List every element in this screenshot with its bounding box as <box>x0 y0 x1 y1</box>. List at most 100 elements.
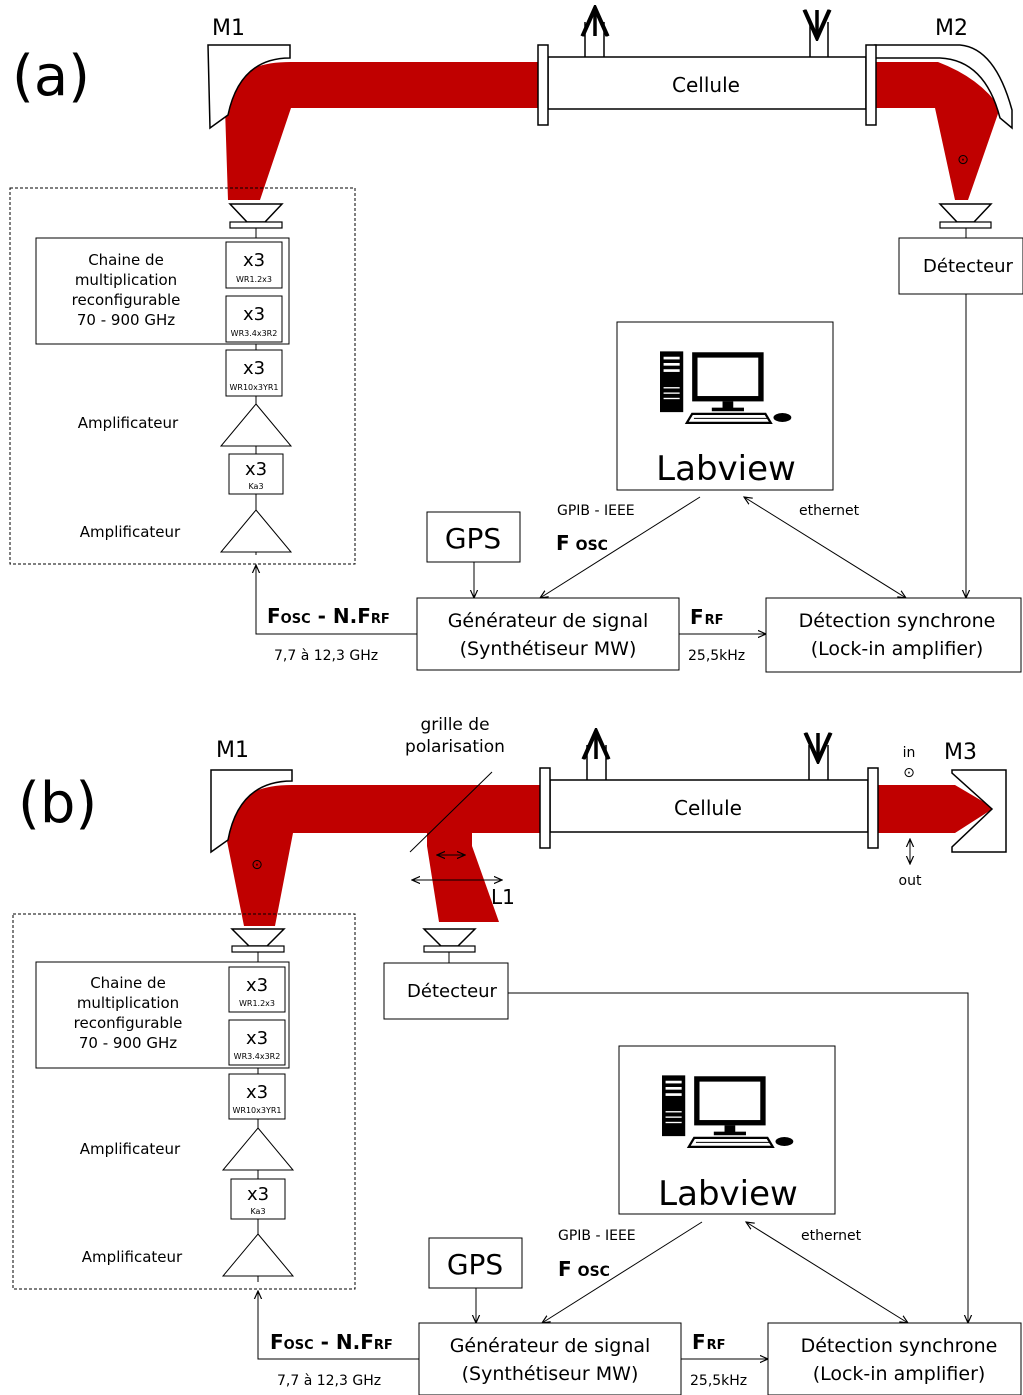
multiplier-factor: x3 <box>246 975 268 996</box>
multiplier-ref: Ka3 <box>250 1207 265 1216</box>
lockin-label-line2-a: (Lock-in amplifier) <box>811 638 984 660</box>
detector-box-b <box>383 962 509 1020</box>
pol-out-label: out <box>899 873 922 889</box>
beam-b <box>226 785 540 926</box>
polarization-dot-icon-a: ⊙ <box>957 152 969 168</box>
gpib-label-b: GPIB - IEEE <box>558 1228 636 1244</box>
ethernet-label-a: ethernet <box>799 503 860 519</box>
computer-label-a: Labview <box>656 449 796 489</box>
amplifier-2-icon-a <box>219 509 293 553</box>
f-rf-label-b: FRF <box>692 1330 726 1354</box>
chain-label-line2-b: multiplication <box>77 994 179 1012</box>
mirror-m2-a <box>874 44 1013 130</box>
f-rf-label-a: FRF <box>690 605 724 629</box>
cell-body-a <box>547 56 867 110</box>
mirror-m2-label-a: M2 <box>935 16 968 41</box>
generator-label-line2-b: (Synthétiseur MW) <box>462 1363 639 1385</box>
generator-label-line1-b: Générateur de signal <box>450 1335 651 1357</box>
lockin-label-line2-b: (Lock-in amplifier) <box>813 1363 986 1385</box>
multiplier-ref: WR3.4x3R2 <box>234 1052 281 1061</box>
chain-label-line4-b: 70 - 900 GHz <box>79 1034 177 1052</box>
amplifier-1-label-a: Amplificateur <box>78 414 179 432</box>
multiplier-ref: WR1.2x3 <box>239 999 275 1008</box>
beam-b-right <box>877 785 994 833</box>
cell-window-left-b <box>539 767 551 849</box>
mirror-m1-label-a: M1 <box>212 16 245 41</box>
ethernet-label-b: ethernet <box>801 1228 862 1244</box>
amplifier-2-label-a: Amplificateur <box>80 523 181 541</box>
lockin-box-b <box>767 1322 1022 1395</box>
multiplier-factor: x3 <box>247 1184 269 1205</box>
fosc-nfrf-label-a: FOSC - N.FRF <box>267 604 390 628</box>
multiplier-3-a: x3 WR10x3YR1 <box>225 349 283 397</box>
polarization-dot-icon-b2: ⊙ <box>903 765 915 781</box>
horn-icon-b <box>230 928 286 947</box>
amplifier-1-label-b: Amplificateur <box>80 1140 181 1158</box>
multiplier-factor: x3 <box>243 304 265 325</box>
multiplier-factor: x3 <box>243 250 265 271</box>
detector-horn-icon-a <box>938 203 993 223</box>
ethernet-arrow-b <box>746 1222 908 1323</box>
amplifier-1-icon-a <box>219 403 293 447</box>
chain-label-line4-a: 70 - 900 GHz <box>77 311 175 329</box>
mirror-m3-label: M3 <box>944 740 977 765</box>
horn-flange-b <box>231 945 285 953</box>
panel-a: (a) M1 M2 ⊙ Cellule Chaine de multiplica… <box>9 8 1023 673</box>
multiplier-4-a: x3 Ka3 <box>228 453 284 495</box>
multiplier-ref: WR1.2x3 <box>236 275 272 284</box>
chain-label-line2-a: multiplication <box>75 271 177 289</box>
gpib-arrow-b <box>542 1221 703 1323</box>
gps-label-b: GPS <box>447 1248 503 1281</box>
detector-to-lockin-b <box>508 992 968 1323</box>
chain-label-line1-a: Chaine de <box>88 251 164 269</box>
multiplier-ref: WR10x3YR1 <box>232 1106 281 1115</box>
frequency-range-b: 7,7 à 12,3 GHz <box>277 1373 381 1389</box>
panel-a-label: (a) <box>12 44 90 109</box>
multiplier-1-b: x3 WR1.2x3 <box>228 966 286 1013</box>
panel-b: (b) M1 ⊙ M3 in ⊙ out grille de polarisat… <box>12 715 1022 1395</box>
feedback-arrow-b <box>258 1291 419 1360</box>
multiplier-factor: x3 <box>243 358 265 379</box>
generator-box-b <box>418 1322 682 1395</box>
generator-label-line2-a: (Synthétiseur MW) <box>460 638 637 660</box>
beam-a <box>225 62 540 200</box>
lockin-label-line1-b: Détection synchrone <box>801 1335 998 1357</box>
cell-window-right-b <box>867 767 879 849</box>
rf-frequency-a: 25,5kHz <box>688 648 745 664</box>
panel-b-label: (b) <box>18 771 97 836</box>
cell-window-left-a <box>537 44 549 126</box>
gpib-arrow-a <box>540 496 701 598</box>
detector-flange-b <box>423 945 476 953</box>
multiplier-2-b: x3 WR3.4x3R2 <box>228 1019 286 1066</box>
gps-box-a <box>426 511 521 563</box>
chain-label-line3-b: reconfigurable <box>74 1014 183 1032</box>
feedback-arrow-a <box>256 565 417 635</box>
multiplier-1-a: x3 WR1.2x3 <box>225 241 283 289</box>
multiplier-4-b: x3 Ka3 <box>230 1178 286 1220</box>
grid-label-line2: polarisation <box>405 737 505 757</box>
cell-window-right-a <box>865 44 877 126</box>
chain-label-line3-a: reconfigurable <box>72 291 181 309</box>
lockin-box-a <box>765 597 1022 673</box>
multiplier-factor: x3 <box>245 459 267 480</box>
source-box-a <box>9 187 356 565</box>
mirror-m3 <box>951 769 1007 853</box>
chain-label-line1-b: Chaine de <box>90 974 166 992</box>
ethernet-arrow-a <box>744 497 906 598</box>
lockin-label-line1-a: Détection synchrone <box>799 610 996 632</box>
detector-label-b: Détecteur <box>407 981 498 1002</box>
horn-flange-a <box>229 221 283 229</box>
multiplier-ref: WR3.4x3R2 <box>231 329 278 338</box>
mirror-m1-label-b: M1 <box>216 738 249 763</box>
source-box-b <box>12 913 356 1290</box>
cell-body-b <box>549 779 869 833</box>
detector-box-a <box>898 237 1023 295</box>
cell-outlet-a <box>809 22 829 57</box>
amplifier-2-label-b: Amplificateur <box>82 1248 183 1266</box>
gpib-label-a: GPIB - IEEE <box>557 503 635 519</box>
fosc-nfrf-label-b: FOSC - N.FRF <box>270 1330 393 1354</box>
frequency-range-a: 7,7 à 12,3 GHz <box>274 648 378 664</box>
multiplier-3-b: x3 WR10x3YR1 <box>228 1073 286 1120</box>
computer-label-b: Labview <box>658 1174 798 1214</box>
